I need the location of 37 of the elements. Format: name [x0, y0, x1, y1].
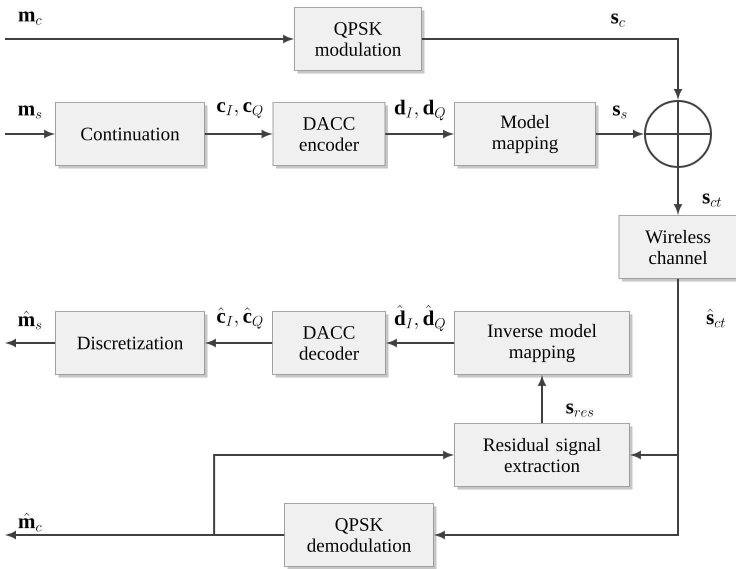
edge-label: $\mathbf{s}_{s}$: [611, 104, 629, 120]
arrow: [422, 38, 682, 98]
process-box: DACC decoder: [272, 311, 388, 378]
arrow: [674, 168, 682, 212]
edge-label: $\hat{\mathbf{d}}_{I},\hat{\mathbf{d}}_{Q}$: [393, 304, 447, 332]
edge-label: $\mathbf{s}_{ct}$: [701, 192, 723, 208]
arrow: [5, 35, 292, 43]
arrow: [538, 378, 546, 424]
process-box: QPSK demodulation: [284, 503, 436, 569]
arrow: [204, 130, 270, 138]
arrow: [385, 130, 452, 138]
arrow: [213, 451, 452, 536]
arrow: [8, 339, 56, 347]
edge-label: $\mathbf{s}_{res}$: [564, 402, 596, 418]
process-box: DACC encoder: [272, 102, 388, 168]
edge-label: $\hat{\mathbf{c}}_{I},\hat{\mathbf{c}}_{Q}$: [215, 306, 265, 330]
edge-label: $\hat{\mathbf{s}}_{ct}$: [705, 308, 727, 328]
process-box: QPSK modulation: [294, 7, 424, 74]
edge-label: $\mathbf{m}_{c}$: [16, 10, 44, 26]
edge-label: $\mathbf{m}_{s}$: [16, 104, 44, 120]
adder-circle: [643, 99, 713, 169]
process-box: Wireless channel: [618, 215, 736, 282]
arrow: [208, 339, 272, 347]
edge-label: $\hat{\mathbf{m}}_{s}$: [16, 310, 44, 330]
edge-label: $\mathbf{d}_{I},\mathbf{d}_{Q}$: [393, 98, 447, 122]
arrow: [436, 278, 679, 539]
arrow: [388, 339, 454, 347]
arrow: [5, 130, 52, 138]
arrow: [596, 130, 642, 138]
process-box: Inverse model mapping: [454, 311, 632, 378]
process-box: Discretization: [55, 311, 208, 378]
process-box: Residual signal extraction: [454, 423, 632, 490]
edge-label: $\mathbf{c}_{I},\mathbf{c}_{Q}$: [215, 101, 265, 119]
process-box: Continuation: [55, 102, 208, 168]
process-box: Model mapping: [454, 102, 598, 168]
edge-label: $\hat{\mathbf{m}}_{c}$: [16, 512, 44, 532]
edge-label: $\mathbf{s}_{c}$: [610, 12, 626, 28]
